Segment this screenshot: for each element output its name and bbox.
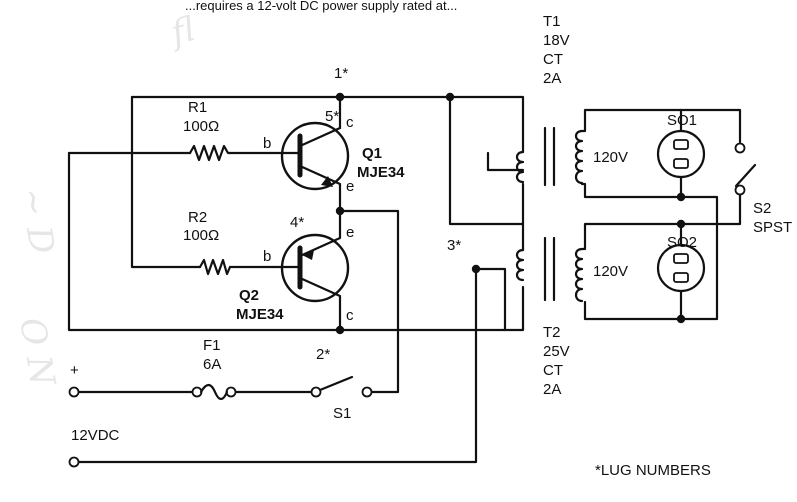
transformer-t2: T2 25V CT 2A 120V bbox=[515, 236, 628, 398]
svg-text:CT: CT bbox=[543, 362, 563, 379]
svg-text:100Ω: 100Ω bbox=[183, 227, 219, 244]
svg-text:25V: 25V bbox=[543, 343, 570, 360]
transformer-t1: T1 18V CT 2A 120V bbox=[515, 13, 628, 187]
svg-text:18V: 18V bbox=[543, 32, 570, 49]
svg-text:3*: 3* bbox=[447, 237, 461, 254]
svg-text:SO2: SO2 bbox=[667, 234, 697, 251]
svg-text:T1: T1 bbox=[543, 13, 561, 30]
svg-text:MJE34: MJE34 bbox=[357, 164, 405, 181]
svg-text:T2: T2 bbox=[543, 324, 561, 341]
top-caption: ...requires a 12-volt DC power supply ra… bbox=[185, 0, 457, 13]
svg-text:CT: CT bbox=[543, 51, 563, 68]
lug-numbers-note: *LUG NUMBERS bbox=[595, 462, 711, 479]
svg-text:S1: S1 bbox=[333, 405, 351, 422]
svg-text:F1: F1 bbox=[203, 337, 221, 354]
transistor-q2: 4* b e c Q2 MJE34 bbox=[236, 214, 354, 324]
fuse-f1: F1 6A bbox=[191, 337, 237, 401]
svg-text:4*: 4* bbox=[290, 214, 304, 231]
resistor-r2: R2 100Ω bbox=[183, 209, 232, 276]
svg-text:SPST: SPST bbox=[753, 219, 792, 236]
svg-text:2A: 2A bbox=[543, 381, 561, 398]
svg-text:120V: 120V bbox=[593, 149, 628, 166]
svg-text:120V: 120V bbox=[593, 263, 628, 280]
background-marks: fl ~ D O N bbox=[11, 9, 199, 390]
lug-labels: 1* 2* 3* bbox=[316, 65, 461, 363]
svg-text:b: b bbox=[263, 248, 271, 265]
svg-text:c: c bbox=[346, 307, 354, 324]
wiring bbox=[67, 95, 742, 464]
svg-text:b: b bbox=[263, 135, 271, 152]
svg-text:12VDC: 12VDC bbox=[71, 427, 120, 444]
svg-text:1*: 1* bbox=[334, 65, 348, 82]
svg-text:2A: 2A bbox=[543, 70, 561, 87]
svg-text:c: c bbox=[346, 114, 354, 131]
svg-text:+: + bbox=[70, 362, 79, 379]
svg-text:MJE34: MJE34 bbox=[236, 306, 284, 323]
junction-dots bbox=[335, 92, 686, 335]
transistor-q1: 5* b c e Q1 MJE34 bbox=[263, 108, 405, 195]
svg-text:5*: 5* bbox=[325, 108, 339, 125]
svg-text:SO1: SO1 bbox=[667, 112, 697, 129]
svg-text:Q1: Q1 bbox=[362, 145, 382, 162]
svg-text:fl: fl bbox=[164, 9, 199, 54]
resistor-r1: R1 100Ω bbox=[183, 99, 232, 162]
socket-so2: SO2 bbox=[656, 234, 706, 293]
svg-text:S2: S2 bbox=[753, 200, 771, 217]
svg-text:R2: R2 bbox=[188, 209, 207, 226]
svg-text:e: e bbox=[346, 178, 354, 195]
svg-text:100Ω: 100Ω bbox=[183, 118, 219, 135]
svg-text:6A: 6A bbox=[203, 356, 221, 373]
svg-text:O N: O N bbox=[11, 315, 62, 391]
switch-s2: S2 SPST bbox=[734, 142, 792, 236]
socket-so1: SO1 bbox=[656, 112, 706, 179]
svg-text:~ D: ~ D bbox=[11, 185, 62, 257]
svg-text:Q2: Q2 bbox=[239, 287, 259, 304]
svg-text:R1: R1 bbox=[188, 99, 207, 116]
switch-s1: S1 bbox=[310, 375, 373, 422]
svg-text:e: e bbox=[346, 224, 354, 241]
supply-terminals: + 12VDC bbox=[68, 362, 120, 468]
svg-text:2*: 2* bbox=[316, 346, 330, 363]
